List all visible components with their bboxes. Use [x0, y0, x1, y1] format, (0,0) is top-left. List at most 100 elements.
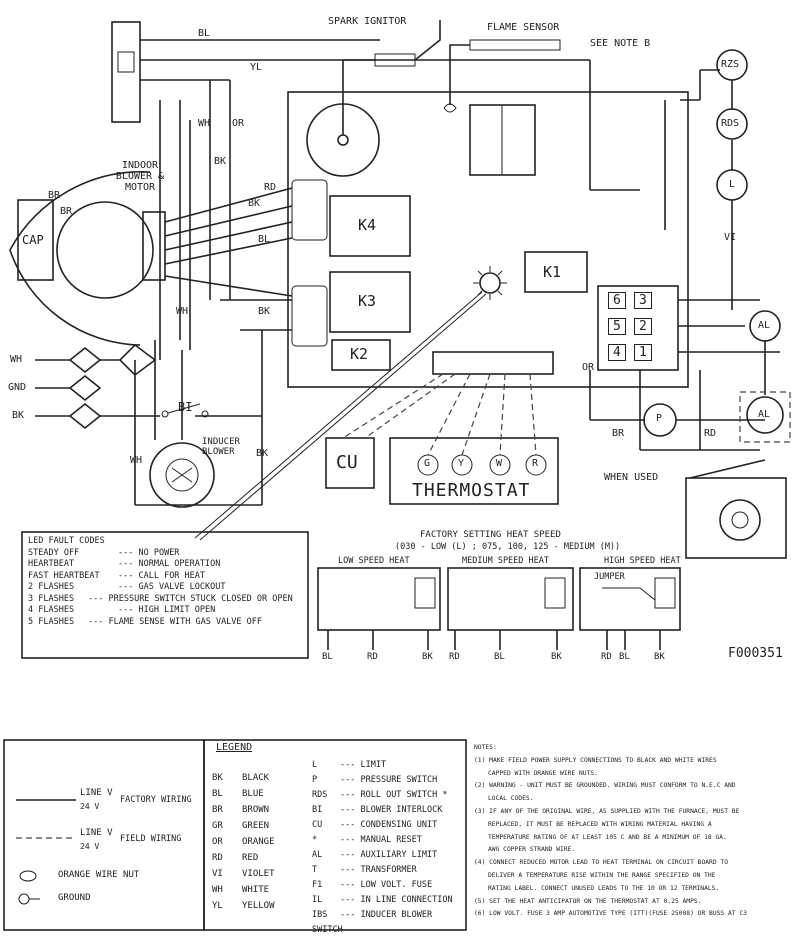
ground-label: GROUND: [58, 893, 91, 903]
factory-line-v: LINE V: [80, 788, 113, 798]
aux-limit-al-2: [746, 396, 784, 434]
switch-rds: RDS: [721, 118, 740, 129]
limit-switch-l: [716, 169, 748, 201]
thermostat-y: Y: [458, 458, 465, 469]
high-speed-title: HIGH SPEED HEAT: [604, 556, 681, 566]
wire-label-wh: WH: [198, 118, 211, 129]
note-line: (5) SET THE HEAT ANTICIPATOR ON THE THER…: [474, 897, 702, 905]
orange-nut-label: ORANGE WIRE NUT: [58, 870, 140, 880]
led-row: 3 FLASHES--- PRESSURE SWITCH STUCK CLOSE…: [28, 593, 293, 604]
legend-part-row: *--- MANUAL RESET: [312, 835, 422, 845]
led-row: 2 FLASHES--- GAS VALVE LOCKOUT: [28, 582, 226, 592]
high-wire-2: BL: [619, 652, 630, 662]
switch-l: L: [729, 179, 736, 190]
flame-sensor-label: FLAME SENSOR: [487, 22, 560, 33]
led-row: FAST HEARTBEAT--- CALL FOR HEAT: [28, 570, 206, 581]
note-line: CAPPED WITH ORANGE WIRE NUTS.: [488, 769, 598, 777]
med-wire-3: BK: [551, 652, 562, 662]
cu-label: CU: [336, 452, 358, 473]
board-thermostat-terminals: [432, 351, 554, 375]
legend-parts: L--- LIMIT P--- PRESSURE SWITCH RDS--- R…: [312, 758, 464, 938]
switch-rzs: RZS: [721, 59, 740, 70]
led-fault-title: LED FAULT CODES: [28, 536, 105, 546]
wire-label-bk-3: BK: [258, 306, 271, 317]
terminal-5: 5: [608, 318, 626, 335]
relay-k4-label: K4: [358, 216, 377, 234]
high-speed-panel: [579, 567, 681, 631]
legend-part-row: AL--- AUXILIARY LIMIT: [312, 850, 438, 860]
relay-k4: [329, 195, 411, 257]
flame-sensor-connector-icon: [443, 103, 457, 113]
note-line: (4) CONNECT REDUCED MOTOR LEAD TO HEAT T…: [474, 859, 729, 867]
wire-label-or-2: OR: [582, 362, 595, 373]
gas-valve: [685, 477, 787, 559]
led-row: 4 FLASHES--- HIGH LIMIT OPEN: [28, 605, 216, 615]
legend-box: [203, 739, 467, 931]
capacitor-icon: [17, 199, 54, 281]
led-icon: [479, 272, 501, 294]
legend-part-row: IBS--- INDUCER BLOWER SWITCH: [312, 910, 433, 935]
factory-24v: 24 V: [80, 802, 100, 811]
medium-speed-title: MEDIUM SPEED HEAT: [462, 556, 549, 566]
rollout-switch-rds: [716, 108, 748, 140]
indoor-blower-label: INDOOR BLOWER & MOTOR: [115, 160, 165, 193]
gas-valve-knob-icon: [719, 499, 761, 541]
terminal-1: 1: [634, 344, 652, 361]
note-line: (2) WARNING - UNIT MUST BE GROUNDED. WIR…: [474, 782, 736, 790]
low-wire-2: RD: [367, 652, 378, 662]
thermostat-label: THERMOSTAT: [412, 480, 531, 501]
med-wire-2: BL: [494, 652, 505, 662]
aux-limit-al-1: [749, 310, 781, 342]
notes: NOTES: (1) MAKE FIELD POWER SUPPLY CONNE…: [474, 742, 796, 921]
blower-housing: [9, 170, 151, 346]
wire-label-bk-1: BK: [214, 156, 227, 167]
field-line-v: LINE V: [80, 828, 113, 838]
note-line: TEMPERATURE RATING OF AT LEAST 105 C AND…: [488, 833, 727, 841]
terminal-6: 6: [608, 292, 626, 309]
supply-gnd: GND: [8, 382, 27, 393]
wire-label-br-3: BR: [48, 190, 61, 201]
note-line: (1) MAKE FIELD POWER SUPPLY CONNECTIONS …: [474, 756, 717, 764]
led-row: STEADY OFF--- NO POWER: [28, 547, 180, 558]
rollout-switch-rzs: [716, 49, 748, 81]
condensing-unit: [325, 437, 375, 489]
led-fault-code-box: [21, 531, 309, 659]
legend-title: LEGEND: [216, 742, 253, 753]
field-24v: 24 V: [80, 842, 100, 851]
field-wiring-label: FIELD WIRING: [120, 834, 182, 844]
terminal-2: 2: [634, 318, 652, 335]
note-line: (3) IF ANY OF THE ORIGINAL WIRE, AS SUPP…: [474, 807, 740, 815]
note-line: REPLACED, IT MUST BE REPLACED WITH WIRIN…: [488, 820, 712, 828]
led-row: 5 FLASHES--- FLAME SENSE WITH GAS VALVE …: [28, 616, 263, 627]
legend-part-row: CU--- CONDENSING UNIT: [312, 820, 438, 830]
medium-speed-panel: [447, 567, 574, 631]
supply-bk: BK: [12, 410, 25, 421]
wire-label-yl: YL: [250, 62, 263, 73]
blower-motor-icon: [56, 201, 154, 299]
low-wire-1: BL: [322, 652, 333, 662]
see-note-label: SEE NOTE B: [590, 38, 651, 49]
low-speed-title: LOW SPEED HEAT: [338, 556, 410, 566]
motor-terminal-block: [142, 211, 166, 281]
med-wire-1: RD: [449, 652, 460, 662]
legend-part-row: T--- TRANSFORMER: [312, 865, 417, 875]
switch-p: P: [656, 413, 663, 424]
spark-ignitor-label: SPARK IGNITOR: [328, 16, 407, 27]
wire-label-wh-2: WH: [176, 306, 189, 317]
factory-setting-sub: (030 - LOW (L) ; 075, 100, 125 - MEDIUM …: [395, 542, 621, 552]
legend-part-row: IL--- IN LINE CONNECTION: [312, 895, 453, 905]
wire-label-rd-2: RD: [264, 182, 277, 193]
relay-k3-label: K3: [358, 292, 377, 310]
relay-k1: [524, 251, 588, 293]
notes-title: NOTES:: [474, 744, 497, 751]
low-speed-panel: [317, 567, 441, 631]
terminal-block: [597, 285, 679, 371]
